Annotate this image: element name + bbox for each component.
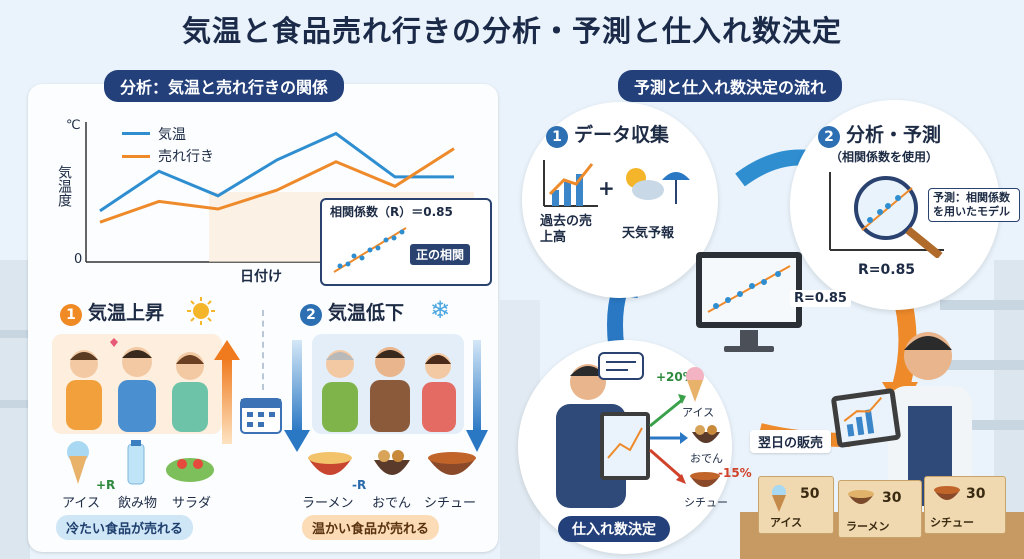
step1-title: データ収集 <box>574 124 670 146</box>
step1-plus: + <box>598 176 615 200</box>
box-ice-qty: 50 <box>800 486 820 502</box>
step2-note: 予測：相関係数を用いたモデル <box>928 188 1020 222</box>
hot-foods-illustration <box>308 450 476 475</box>
box-ice-label: アイス <box>770 516 803 529</box>
legend-sales-label: 売れ行き <box>158 149 214 165</box>
cold-foods-illustration <box>67 440 214 485</box>
magnifier-scatter-icon <box>829 172 944 258</box>
series-line-temp <box>99 131 454 213</box>
oden-icon <box>692 425 720 443</box>
box-ice <box>758 476 834 534</box>
rise-arrow-icon <box>214 340 240 444</box>
purchase-stew-change: -15% <box>718 466 752 480</box>
fall-delta: -R <box>352 478 367 492</box>
legend-temp-label: 気温 <box>158 127 186 143</box>
step2-title-row: 2 分析・予測 <box>818 120 941 148</box>
box-stew-icon <box>934 486 960 500</box>
monitor-icon <box>696 252 802 352</box>
snowflake-icon: ❄ <box>430 296 451 324</box>
monitor-r-value: R=0.85 <box>790 290 851 307</box>
box-stew-label: シチュー <box>930 516 974 529</box>
staff-with-tablet-illustration <box>556 364 650 508</box>
box-ice-icon <box>772 485 786 512</box>
box-stew <box>924 476 1006 534</box>
purchase-ice-change: +20% <box>656 370 695 384</box>
correlation-tag: 正の相関 <box>410 244 471 265</box>
fall-item-stew: シチュー <box>424 496 477 511</box>
fall-arrow-right-icon <box>466 340 488 452</box>
fall-item-oden: おでん <box>372 496 412 511</box>
sales-chart-icon <box>543 160 598 207</box>
chat-bubble-icon <box>598 352 644 380</box>
legend-sales-swatch <box>122 155 150 158</box>
rise-title-row: 1 気温上昇 <box>60 298 164 326</box>
section-divider <box>262 310 264 390</box>
fall-arrow-icon <box>284 340 310 452</box>
happy-people-illustration <box>52 334 222 434</box>
main-title: 気温と食品売れ行きの分析・予測と仕入れ数決定 <box>181 14 842 48</box>
y-unit: ℃ <box>66 118 81 133</box>
weather-icon <box>626 168 690 204</box>
rise-delta: +R <box>96 478 116 492</box>
fall-title-row: 2 気温低下 <box>300 298 404 326</box>
fall-banner: 温かい食品が売れる <box>302 515 440 540</box>
rise-item-salad: サラダ <box>172 496 212 511</box>
analysis-header: 分析：気温と売れ行きの関係 <box>104 70 345 102</box>
box-ramen <box>838 480 922 538</box>
fall-number: 2 <box>300 304 322 326</box>
purchase-oden-label: おでん <box>690 452 723 465</box>
allocation-arrows <box>649 394 688 484</box>
y-zero-label: 0 <box>74 252 83 267</box>
x-axis-label: 日付け <box>240 269 282 285</box>
step1-title-row: 1 データ収集 <box>546 120 669 148</box>
purchase-ice-label: アイス <box>682 406 715 419</box>
rise-number: 1 <box>60 304 82 326</box>
step2-title: 分析・予測 <box>846 124 942 146</box>
step1-right-label: 天気予報 <box>622 226 675 241</box>
box-ramen-label: ラーメン <box>846 520 890 533</box>
step1-number: 1 <box>546 126 568 148</box>
rise-item-drink: 飲み物 <box>118 496 158 511</box>
next-day-sales-label: 翌日の販売 <box>750 430 832 453</box>
correlation-title: 相関係数（R）＝0.85 <box>330 205 453 219</box>
box-ramen-icon <box>848 490 874 504</box>
fall-item-ramen: ラーメン <box>302 496 354 511</box>
step1-left-label: 過去の売上高 <box>540 214 593 245</box>
cold-people-illustration <box>312 334 464 434</box>
series-line-sales <box>99 147 455 224</box>
step2-r-value: R=0.85 <box>858 262 916 278</box>
rise-item-ice: アイス <box>62 496 100 511</box>
step2-number: 2 <box>818 126 840 148</box>
step2-subtitle: （相関係数を使用） <box>830 150 939 164</box>
rise-title: 気温上昇 <box>88 302 165 324</box>
correlation-inset <box>320 198 492 286</box>
y-axis-label: 気温度 <box>56 165 72 207</box>
calendar-icon <box>240 398 282 434</box>
stew-icon <box>690 472 720 487</box>
ice-cream-icon <box>686 367 704 402</box>
flow-header: 予測と仕入れ数決定の流れ <box>618 70 843 102</box>
legend-temp-swatch <box>122 132 150 135</box>
purchase-stew-label: シチュー <box>684 496 728 509</box>
fall-title: 気温低下 <box>328 302 405 324</box>
sun-icon <box>187 297 215 325</box>
scatter-thumbnail <box>333 227 407 273</box>
purchase-label: 仕入れ数決定 <box>558 516 670 542</box>
rise-banner: 冷たい食品が売れる <box>56 515 194 540</box>
box-stew-qty: 30 <box>966 486 986 502</box>
box-ramen-qty: 30 <box>882 490 902 506</box>
